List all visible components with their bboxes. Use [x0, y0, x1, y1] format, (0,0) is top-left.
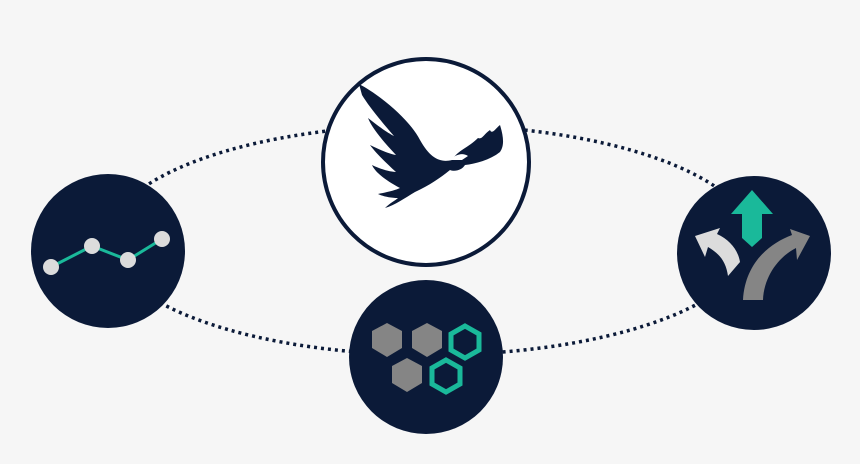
node-chart [31, 174, 185, 328]
line-chart-icon [43, 231, 170, 275]
node-eagle [321, 57, 531, 267]
diverging-arrows-icon [695, 190, 810, 300]
node-arrows [677, 176, 831, 330]
hexagons-icon [372, 323, 482, 395]
eagle-icon [359, 84, 504, 208]
node-hexagons [349, 280, 503, 434]
